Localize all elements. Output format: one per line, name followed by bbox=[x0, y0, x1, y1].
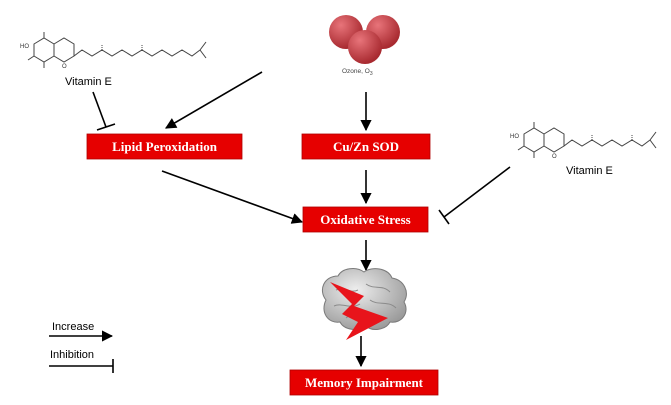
edge-lipid-to-oxidative bbox=[161, 170, 304, 224]
legend: Increase Inhibition bbox=[49, 321, 114, 373]
node-oxidative-stress: Oxidative Stress bbox=[302, 206, 429, 233]
node-lipid-peroxidation: Lipid Peroxidation bbox=[86, 133, 243, 160]
vitamin-e-label-right: Vitamin E bbox=[566, 165, 613, 177]
node-memory-impairment: Memory Impairment bbox=[289, 369, 439, 396]
legend-increase-label: Increase bbox=[52, 321, 94, 333]
edge-ozone-to-lipid bbox=[165, 71, 263, 129]
edge-vitamine-inhibit-oxidative bbox=[443, 166, 511, 218]
vitamin-e-structure-icon: HO O bbox=[510, 122, 657, 160]
edge-vitamine-inhibit-lipid bbox=[92, 91, 107, 128]
vitamin-e-structure-icon: HO O bbox=[20, 32, 207, 70]
legend-inhibition-label: Inhibition bbox=[50, 349, 94, 361]
ozone-label: Ozone, O3 bbox=[342, 68, 373, 77]
node-cu-zn-sod: Cu/Zn SOD bbox=[301, 133, 431, 160]
edge-vitamine-inhibit-lipid-bar bbox=[96, 123, 116, 131]
mol-ho-text: HO bbox=[20, 44, 29, 50]
edge-vitamine-inhibit-oxidative-bar bbox=[438, 209, 450, 225]
mol-o-text-right: O bbox=[552, 154, 557, 160]
node-lipid-peroxidation-label: Lipid Peroxidation bbox=[112, 139, 218, 154]
node-oxidative-stress-label: Oxidative Stress bbox=[320, 212, 410, 227]
node-memory-impairment-label: Memory Impairment bbox=[305, 375, 424, 390]
vitamin-e-label-left: Vitamin E bbox=[65, 76, 112, 88]
mol-ho-text-right: HO bbox=[510, 134, 519, 140]
ozone-molecule-icon bbox=[329, 15, 400, 64]
node-cu-zn-sod-label: Cu/Zn SOD bbox=[333, 139, 399, 154]
mol-o-text: O bbox=[62, 64, 67, 70]
lightning-bolt-icon bbox=[330, 282, 388, 340]
